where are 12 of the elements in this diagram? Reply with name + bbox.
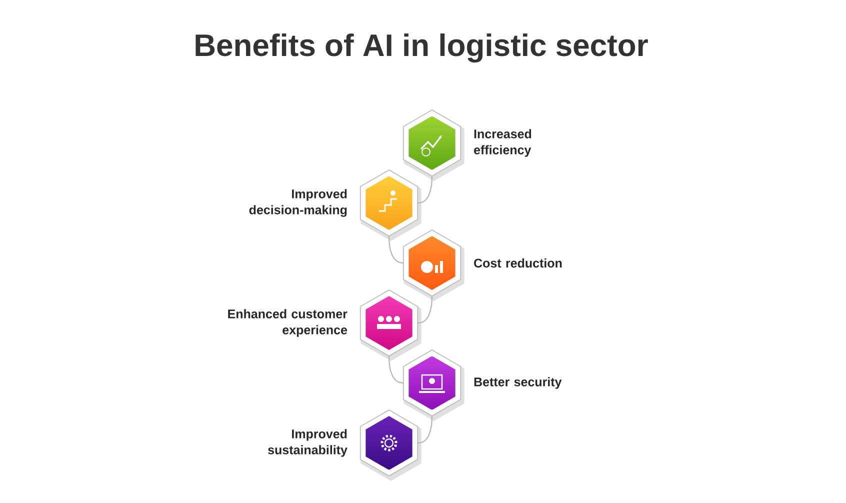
benefit-label: Enhanced customer experience xyxy=(228,309,348,337)
connector-line xyxy=(418,416,433,444)
benefit-label: Better security xyxy=(474,377,562,389)
connector-line xyxy=(418,296,433,324)
connector-line xyxy=(388,236,404,264)
benefit-label: Cost reduction xyxy=(474,258,562,268)
connector-line xyxy=(418,176,433,204)
title: Benefits of AI in logistic sector xyxy=(196,33,648,63)
benefit-label: Increased efficiency xyxy=(474,129,532,157)
benefit-label: Improved sustainability xyxy=(268,429,348,457)
benefit-label: Improved decision-making xyxy=(249,189,347,217)
connector-line xyxy=(388,356,404,384)
